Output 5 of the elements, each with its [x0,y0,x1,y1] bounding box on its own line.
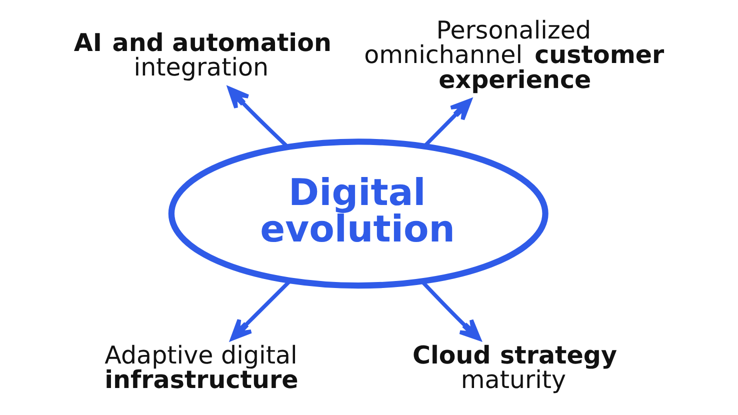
node-ellipse: Digital evolution [168,138,548,289]
node-text: Adaptive digital infrastructure [104,340,298,394]
node-text: Personalized omnichannel customer experience [364,16,664,94]
node-text: Cloud strategy maturity [412,340,617,394]
node-text: AI and automation integration [73,28,331,82]
